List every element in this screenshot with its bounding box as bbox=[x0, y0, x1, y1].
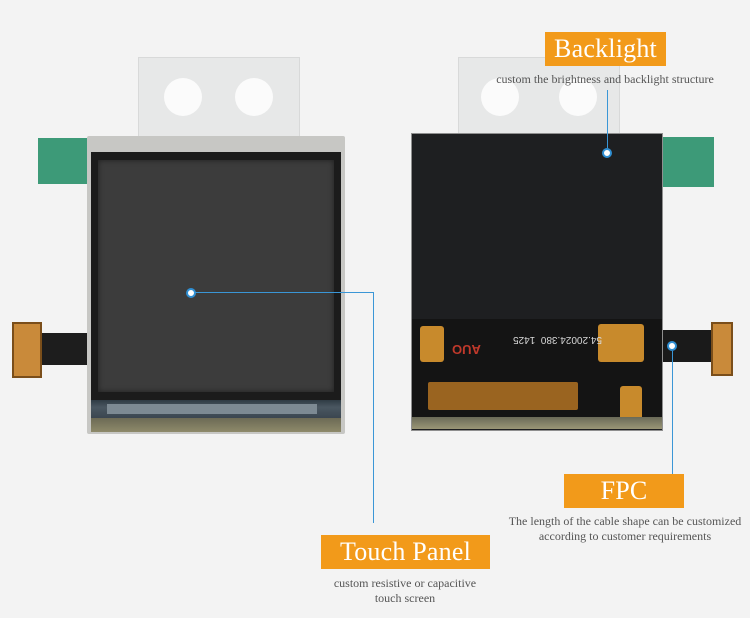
gold-pad-bottom bbox=[620, 386, 642, 420]
fpc-description-line1: The length of the cable shape can be cus… bbox=[508, 514, 742, 528]
front-fpc-cable bbox=[38, 333, 96, 365]
film-hole-right bbox=[559, 78, 597, 116]
touch-panel-screen bbox=[98, 160, 334, 392]
backlight-line-v bbox=[607, 90, 608, 148]
front-protective-film bbox=[138, 57, 300, 137]
touch-panel-marker bbox=[186, 288, 196, 298]
touch-panel-caption: custom resistive or capacitive touch scr… bbox=[300, 576, 510, 606]
part-number-print: 54.20024.380 1425 bbox=[492, 334, 602, 345]
back-display-module: 54.20024.380 1425 AUO bbox=[375, 0, 750, 618]
front-green-tail bbox=[38, 138, 92, 184]
backlight-description: custom the brightness and backlight stru… bbox=[496, 72, 714, 86]
film-hole-right bbox=[235, 78, 273, 116]
touch-panel-label: Touch Panel bbox=[321, 535, 490, 569]
backlight-title: Backlight bbox=[554, 34, 657, 63]
front-strip-window bbox=[107, 404, 317, 414]
fpc-title: FPC bbox=[600, 476, 648, 505]
part-code-text: 1425 bbox=[513, 334, 536, 345]
back-fpc-connector bbox=[711, 322, 733, 376]
touch-panel-line-v bbox=[373, 292, 374, 523]
fpc-marker bbox=[667, 341, 677, 351]
back-bottom-edge bbox=[412, 417, 662, 429]
fpc-label: FPC bbox=[564, 474, 684, 508]
gold-connector-strip bbox=[428, 382, 578, 410]
gold-pad-right bbox=[598, 324, 644, 362]
fpc-line-v bbox=[672, 351, 673, 475]
touch-panel-description-line1: custom resistive or capacitive bbox=[333, 576, 477, 590]
fpc-caption: The length of the cable shape can be cus… bbox=[500, 514, 750, 544]
gold-pad-left bbox=[420, 326, 444, 362]
film-hole-left bbox=[481, 78, 519, 116]
fpc-description-line2: according to customer requirements bbox=[538, 529, 712, 543]
front-fpc-connector bbox=[12, 322, 42, 378]
backlight-panel: 54.20024.380 1425 AUO bbox=[411, 133, 663, 431]
touch-panel-description-line2: touch screen bbox=[374, 591, 436, 605]
brand-logo-print: AUO bbox=[452, 342, 481, 357]
backlight-label: Backlight bbox=[545, 32, 666, 66]
touch-panel-title: Touch Panel bbox=[339, 537, 472, 566]
front-bottom-edge bbox=[91, 418, 341, 432]
back-green-tail bbox=[659, 137, 714, 187]
film-hole-left bbox=[164, 78, 202, 116]
part-number-text: 54.20024.380 bbox=[540, 334, 602, 345]
backlight-marker bbox=[602, 148, 612, 158]
touch-panel-line-h bbox=[194, 292, 374, 293]
backlight-caption: custom the brightness and backlight stru… bbox=[480, 72, 730, 87]
front-display-module bbox=[12, 57, 345, 434]
front-module-frame bbox=[87, 136, 345, 434]
back-protective-film bbox=[458, 57, 620, 137]
